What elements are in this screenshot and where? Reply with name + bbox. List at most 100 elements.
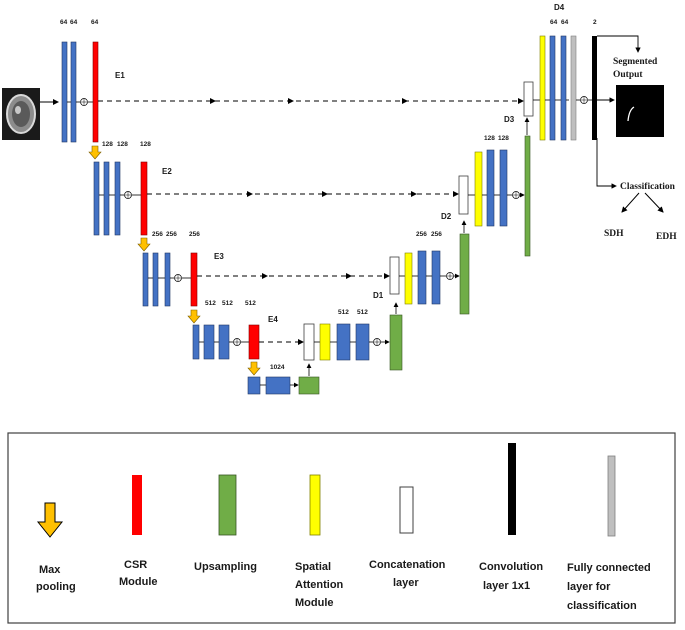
conv-layer [70,41,77,143]
channel-label: 128 [498,135,509,142]
channel-label: 128 [140,141,151,148]
channel-label: 512 [338,309,349,316]
legend-label-max-pooling: pooling [36,581,76,593]
channel-label: 256 [152,231,163,238]
conv-layer [560,35,567,141]
decoder-label-d2: D2 [441,212,452,221]
spatial-attention-icon [309,474,321,536]
legend-box [7,432,676,624]
decoder-label-d1: D1 [373,291,384,300]
encoder-block-e2: 128 128 128 E2 [93,141,172,236]
channel-label: 128 [102,141,113,148]
max-pooling-arrow [88,145,102,160]
conv-layer [103,161,110,236]
conv-layer [203,324,215,360]
legend-label-attention: Module [295,597,334,609]
channel-label: 64 [70,19,78,26]
channel-label: 64 [561,19,569,26]
segmented-output-image [616,85,664,137]
channel-label: 512 [357,309,368,316]
channel-label: 256 [166,231,177,238]
decoder-block-d2: 256 256 D2 [389,212,470,315]
max-pooling-arrow [137,237,151,252]
channel-label: 1024 [270,364,285,371]
max-pooling-icon [36,502,64,538]
upsampling-layer [298,376,320,395]
legend-label-fc: classification [567,600,637,612]
legend-label-csr: Module [119,576,158,588]
encoder-block-e3: 256 256 256 E3 [142,231,224,307]
conv-layer [431,250,441,305]
channel-label: 512 [245,300,256,307]
conv-layer [499,149,508,227]
legend-label-max-pooling: Max [39,564,61,576]
conv-layer [265,376,291,395]
concatenation-layer [458,175,469,215]
spatial-attention-module [474,151,483,227]
classification-label: Classification [620,182,676,192]
encoder-label-e2: E2 [162,167,172,176]
legend-label-concat: layer [393,577,419,589]
legend-label-fc: layer for [567,581,611,593]
convolution-1x1-layer [592,36,597,140]
conv-layer [549,35,556,141]
csr-module-icon [132,475,142,535]
channel-label: 64 [60,19,68,26]
channel-label: 512 [205,300,216,307]
encoder-block-e1: 64 64 64 E1 [60,19,125,143]
conv-layer [417,250,427,305]
decoder-label-d3: D3 [504,115,515,124]
conv-layer [192,324,200,360]
spatial-attention-module [319,323,331,361]
channel-label: 512 [222,300,233,307]
upsampling-layer [389,314,403,371]
legend: Max pooling CSR Module Upsampling Spatia… [7,432,676,624]
channel-label: 256 [431,231,442,238]
channel-label: 128 [117,141,128,148]
bottleneck-block: 1024 [247,364,320,395]
legend-label-attention: Attention [295,579,344,591]
channel-label: 64 [550,19,558,26]
conv-layer [355,323,370,361]
class-edh-label: EDH [656,232,677,242]
concatenation-layer [303,323,315,361]
encoder-label-e1: E1 [115,71,125,80]
decoder-block-d1: 512 512 D1 [303,291,403,371]
segmented-output-label: Output [613,70,643,80]
legend-label-conv1x1: Convolution [479,561,543,573]
upsampling-icon [218,474,237,536]
decoder-label-d4: D4 [554,3,565,12]
decoder-block-d4: 64 64 D4 2 [523,3,597,141]
channel-label: 64 [91,19,99,26]
channel-label: 256 [189,231,200,238]
upsampling-layer [524,135,531,257]
concatenation-layer [523,81,534,117]
channel-label: 128 [484,135,495,142]
skip-connection-arrowheads [210,98,524,345]
max-pooling-arrow [187,309,201,324]
conv-layer [164,252,171,307]
decoder-block-d3: 128 128 D3 [458,115,531,257]
conv-layer [486,149,495,227]
segmented-output-label: Segmented [613,57,658,67]
class-sdh-label: SDH [604,229,624,239]
channel-label: 256 [416,231,427,238]
conv-layer [336,323,351,361]
concatenation-icon [399,486,414,534]
fully-connected-icon [607,455,616,537]
legend-label-fc: Fully connected [567,562,651,574]
encoder-block-e4: 512 512 512 E4 [192,300,278,360]
legend-label-conv1x1: layer 1x1 [483,580,530,592]
output-branch: Segmented Output Classification SDH EDH [596,35,677,242]
convolution-1x1-icon [508,443,516,535]
conv-layer [93,161,100,236]
channel-label: 2 [593,19,597,26]
spatial-attention-module [404,252,413,305]
fully-connected-layer [570,35,577,141]
legend-label-csr: CSR [124,559,147,571]
csr-module [248,324,260,360]
conv-layer [142,252,149,307]
conv-layer [114,161,121,236]
skip-connections [98,100,522,343]
